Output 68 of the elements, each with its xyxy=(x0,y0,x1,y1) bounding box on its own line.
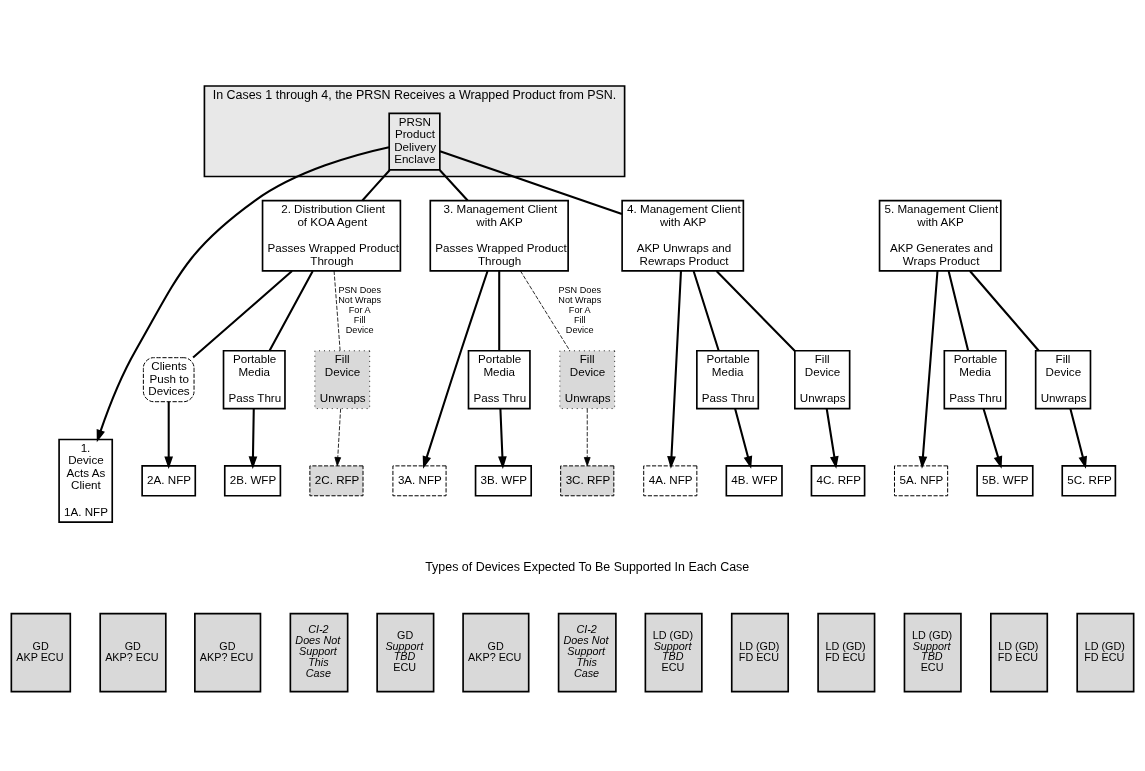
node-box: LD (GD) FD ECU xyxy=(1076,612,1135,693)
arrow xyxy=(825,408,839,469)
node-box: LD (GD) FD ECU xyxy=(817,612,876,693)
label: Types of Devices Expected To Be Supported In Each Case xyxy=(425,559,750,574)
node-box: 3B. WFP xyxy=(474,465,533,497)
connector xyxy=(268,270,314,352)
arrow xyxy=(334,408,342,467)
node-box: 2. Distribution Client of KOA Agent Passes Wrapped Product Through xyxy=(261,199,402,272)
node-box: 4. Management Client with AKP AKP Unwraps and Rewraps Product xyxy=(621,199,745,272)
arrow xyxy=(498,408,507,469)
node-box: 5C. RFP xyxy=(1061,465,1117,497)
connector xyxy=(361,169,391,202)
node-box: GD AKP? ECU xyxy=(194,612,262,693)
node-box: Portable Media Pass Thru xyxy=(467,349,531,410)
connector xyxy=(439,150,623,215)
arrow xyxy=(164,401,174,469)
connector xyxy=(715,270,796,352)
node-box: Fill Device Unwraps xyxy=(314,350,371,410)
arrow xyxy=(96,146,390,443)
arrow xyxy=(248,408,258,469)
connector xyxy=(969,270,1040,352)
node-box: 3C. RFP xyxy=(560,465,615,497)
arrow xyxy=(982,408,1003,469)
arrow xyxy=(918,270,939,469)
node-box: LD (GD) Support TBD ECU xyxy=(903,612,962,693)
arrow xyxy=(734,408,753,469)
connector xyxy=(692,270,720,352)
node-box: GD AKP ECU xyxy=(10,612,72,693)
node-box: 4B. WFP xyxy=(725,465,783,497)
connector xyxy=(520,270,571,352)
edge-label: PSN Does Not Wraps For A Fill Device xyxy=(338,285,382,336)
node-box: LD (GD) Support TBD ECU xyxy=(644,612,703,693)
node-box: 3. Management Client with AKP Passes Wrapped Product Through xyxy=(429,199,569,272)
node-box: 4A. NFP xyxy=(643,465,698,497)
node-box: Clients Push to Devices xyxy=(142,357,195,403)
node-box: LD (GD) FD ECU xyxy=(730,612,790,693)
arrow xyxy=(583,408,591,467)
node-box: CI-2 Does Not Support This Case xyxy=(289,612,349,693)
node-box: 5. Management Client with AKP AKP Generates and Wraps Product xyxy=(878,199,1002,272)
node-box: 2A. NFP xyxy=(141,465,197,497)
node-box: Portable Media Pass Thru xyxy=(222,349,286,410)
arrow xyxy=(422,270,489,469)
node-box: PRSN Product Delivery Enclave xyxy=(388,112,441,171)
node-box: 4C. RFP xyxy=(810,465,866,497)
node-box: GD AKP? ECU xyxy=(99,612,167,693)
arrow xyxy=(667,270,682,469)
node-box: GD Support TBD ECU xyxy=(376,612,435,693)
node-box: Portable Media Pass Thru xyxy=(696,349,760,410)
node-box: GD AKP? ECU xyxy=(462,612,530,693)
node-box: LD (GD) FD ECU xyxy=(990,612,1049,693)
node-box: 5A. NFP xyxy=(894,465,949,497)
connector xyxy=(498,271,501,351)
node-box: Portable Media Pass Thru xyxy=(943,349,1007,410)
edge-label: PSN Does Not Wraps For A Fill Device xyxy=(558,285,602,336)
connector xyxy=(438,169,469,202)
node-box: 2B. WFP xyxy=(223,465,282,497)
node-box: CI-2 Does Not Support This Case xyxy=(557,612,617,693)
node-box: 3A. NFP xyxy=(392,465,447,497)
node-box: Fill Device Unwraps xyxy=(1034,349,1092,410)
node-box: 2C. RFP xyxy=(309,465,364,497)
node-box: Fill Device Unwraps xyxy=(794,349,851,410)
connector xyxy=(192,270,293,359)
connector xyxy=(333,270,341,352)
arrow xyxy=(1069,408,1088,469)
connector xyxy=(947,270,970,351)
node-box: Fill Device Unwraps xyxy=(559,350,616,410)
node-box: 5B. WFP xyxy=(976,465,1034,497)
node-box: 1. Device Acts As Client 1A. NFP xyxy=(58,438,114,524)
